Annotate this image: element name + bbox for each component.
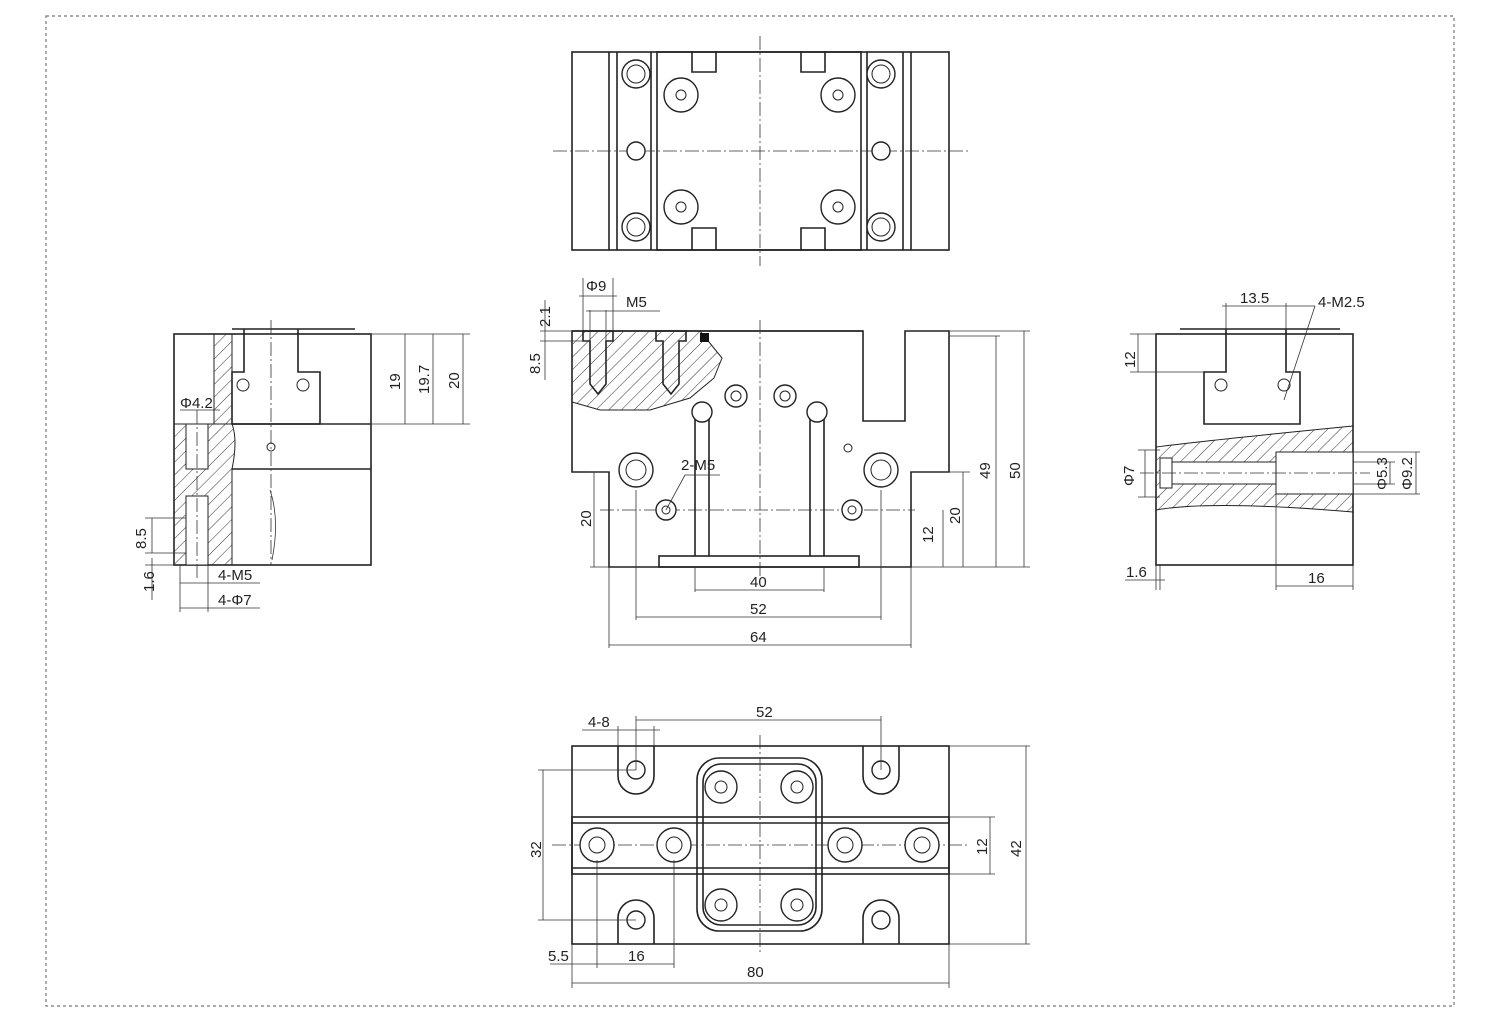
left-dimensions xyxy=(145,333,470,612)
dim-4-phi7: 4-Φ7 xyxy=(218,592,252,609)
dim-20-left: 20 xyxy=(578,510,595,527)
slot xyxy=(800,52,826,73)
dim-4-8: 4-8 xyxy=(588,714,610,731)
clamp-block xyxy=(1203,329,1301,425)
dim-phi4-2: Φ4.2 xyxy=(180,395,213,412)
base-plate xyxy=(658,555,860,568)
u-slot xyxy=(617,899,655,944)
dim-52: 52 xyxy=(750,601,767,618)
dim-16: 16 xyxy=(1308,570,1325,587)
dim-50: 50 xyxy=(1007,462,1024,479)
dim-12: 12 xyxy=(974,838,991,855)
center-carriage xyxy=(696,757,823,932)
dim-1-6: 1.6 xyxy=(141,571,158,592)
dim-2-1: 2.1 xyxy=(537,306,554,327)
dim-42: 42 xyxy=(1008,840,1025,857)
dim-19: 19 xyxy=(387,373,404,390)
bottom-dimensions xyxy=(538,716,1030,988)
rod-pair xyxy=(691,401,828,556)
slot xyxy=(800,227,826,250)
slot xyxy=(691,227,717,250)
front-dimensions xyxy=(540,278,1030,648)
section-hatch xyxy=(571,330,723,411)
u-slot xyxy=(862,746,900,795)
dim-12: 12 xyxy=(1122,351,1139,368)
dim-19-7: 19.7 xyxy=(416,365,433,394)
dim-12: 12 xyxy=(920,526,937,543)
dim-32: 32 xyxy=(528,841,545,858)
u-slot xyxy=(862,899,900,944)
dim-phi5-3: Φ5.3 xyxy=(1374,457,1391,490)
dim-52: 52 xyxy=(756,704,773,721)
dim-4-m5: 4-M5 xyxy=(218,567,252,584)
dim-m5: M5 xyxy=(626,294,647,311)
hole-group xyxy=(621,59,896,242)
u-slot xyxy=(617,746,655,795)
front-view: Φ9 M5 2.1 8.5 2-M5 20 12 20 49 50 40 52 … xyxy=(527,278,1030,648)
top-view xyxy=(553,36,968,266)
section-hatch xyxy=(213,333,233,425)
left-view: Φ4.2 19 19.7 20 8.5 1.6 4-M5 4-Φ7 xyxy=(133,320,470,612)
dim-phi9-2: Φ9.2 xyxy=(1399,457,1416,490)
dim-1-6: 1.6 xyxy=(1126,564,1147,581)
dim-2-m5: 2-M5 xyxy=(681,457,715,474)
dim-80: 80 xyxy=(747,964,764,981)
right-view: 13.5 4-M2.5 12 Φ7 Φ5.3 Φ9.2 1.6 16 xyxy=(1121,290,1420,590)
dim-8-5: 8.5 xyxy=(527,353,544,374)
clamp-block xyxy=(231,329,321,425)
dim-16: 16 xyxy=(628,948,645,965)
marker xyxy=(700,333,709,342)
dim-8-5: 8.5 xyxy=(133,528,150,549)
drawing-border xyxy=(45,15,1455,1007)
bottom-view: 4-8 52 32 12 42 5.5 16 80 xyxy=(528,704,1030,988)
slot xyxy=(691,52,717,73)
dim-5-5: 5.5 xyxy=(548,948,569,965)
dim-phi9: Φ9 xyxy=(586,278,606,295)
dim-40: 40 xyxy=(750,574,767,591)
hole-group xyxy=(579,760,940,930)
tapped-hole xyxy=(655,330,687,396)
dim-20-right: 20 xyxy=(947,507,964,524)
dim-13-5: 13.5 xyxy=(1240,290,1269,307)
rail xyxy=(571,816,950,875)
dim-phi7: Φ7 xyxy=(1121,466,1138,486)
right-dimensions xyxy=(1125,303,1420,590)
dim-4-m2-5: 4-M2.5 xyxy=(1318,294,1365,311)
dim-20: 20 xyxy=(446,372,463,389)
dim-49: 49 xyxy=(977,462,994,479)
dim-64: 64 xyxy=(750,629,767,646)
